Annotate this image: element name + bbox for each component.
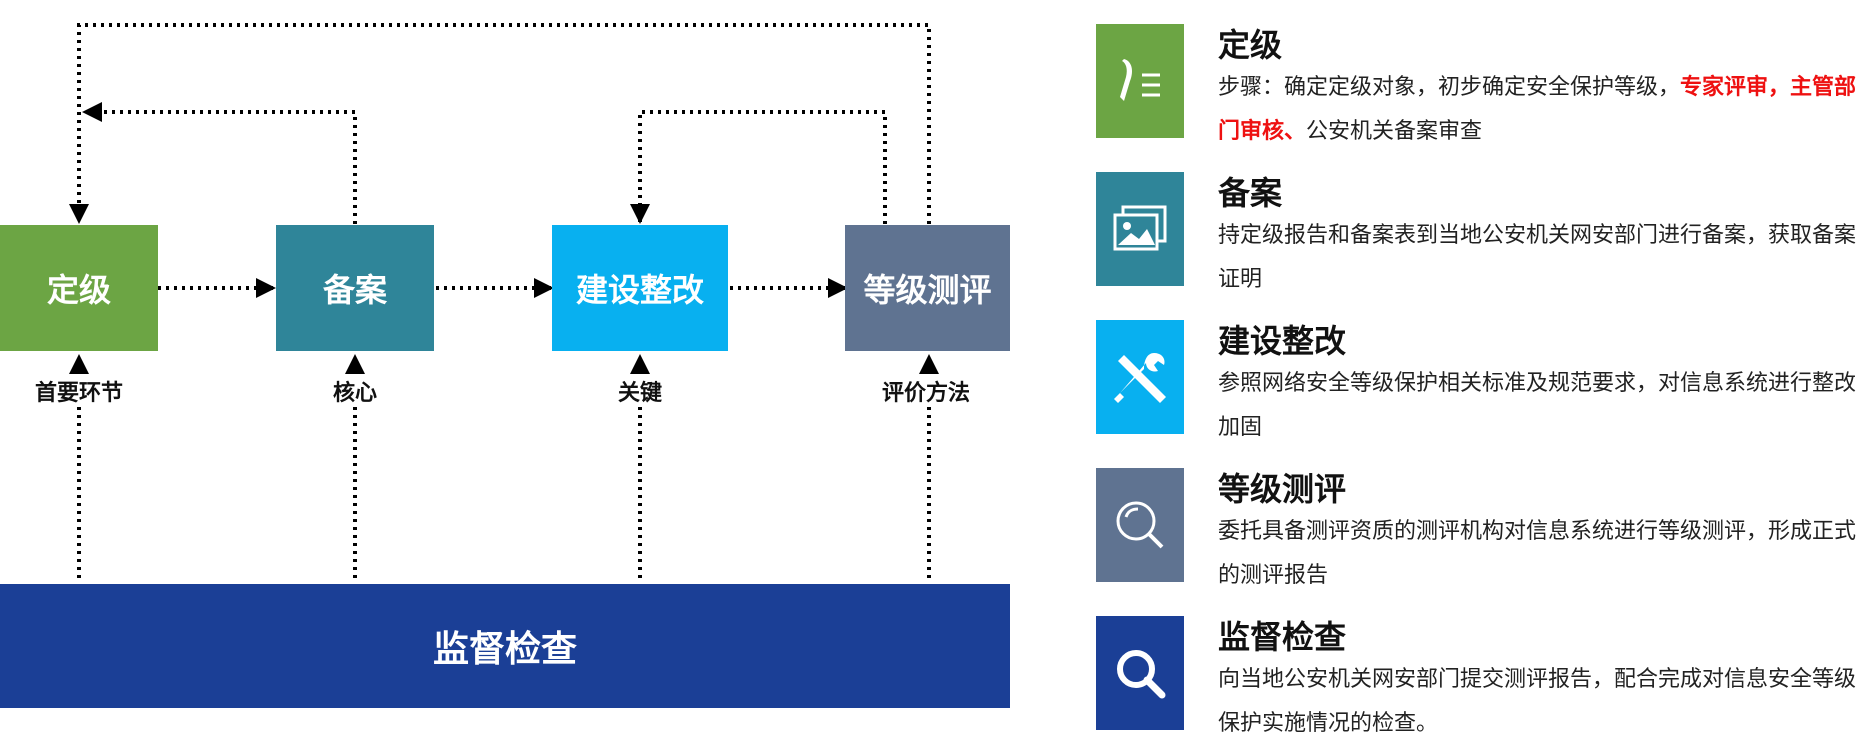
legend-title: 备案 xyxy=(1218,174,1283,212)
flow-diagram: 定级 备案 建设整改 等级测评 首要环节 核心 关键 评价方法 监督检查 xyxy=(0,23,1010,708)
legend-title: 定级 xyxy=(1218,26,1283,64)
search-icon xyxy=(1096,616,1184,730)
stage-dingji: 定级 xyxy=(0,225,158,351)
legend-desc: 参照网络安全等级保护相关标准及规范要求，对信息系统进行整改加固 xyxy=(1218,371,1857,440)
sublabel-dingji: 首要环节 xyxy=(30,375,128,407)
sublabel-ceping: 评价方法 xyxy=(877,375,975,407)
legend-item-jiandu: 监督检查 向当地公安机关网安部门提交测评报告，配合完成对信息安全等级保护实施情况… xyxy=(1096,616,1866,736)
legend-desc: 委托具备测评资质的测评机构对信息系统进行等级测评，形成正式的测评报告 xyxy=(1218,519,1857,588)
supervision-bar: 监督检查 xyxy=(0,584,1010,708)
loop-ceping-to-jianshe xyxy=(630,110,887,224)
loop-beian-to-dingji xyxy=(82,102,357,224)
legend-title: 建设整改 xyxy=(1218,322,1347,360)
legend-desc: 持定级报告和备案表到当地公安机关网安部门进行备案，获取备案证明 xyxy=(1218,223,1857,292)
legend-title: 等级测评 xyxy=(1218,470,1347,508)
stage-beian: 备案 xyxy=(276,225,434,351)
sublabel-beian: 核心 xyxy=(328,375,382,407)
legend-item-jianshe: 建设整改 参照网络安全等级保护相关标准及规范要求，对信息系统进行整改加固 xyxy=(1096,320,1866,440)
tools-icon xyxy=(1096,320,1184,434)
highlight-text: 专家评审，主管部门审核、 xyxy=(1218,75,1857,144)
sublabel-jianshe: 关键 xyxy=(613,375,667,407)
legend-title: 监督检查 xyxy=(1218,618,1347,656)
stage-jianshe: 建设整改 xyxy=(552,225,728,351)
pen-list-icon xyxy=(1096,24,1184,138)
stage-ceping: 等级测评 xyxy=(845,225,1010,351)
loop-ceping-to-dingji xyxy=(69,23,931,224)
legend-desc: 向当地公安机关网安部门提交测评报告，配合完成对信息安全等级保护实施情况的检查。 xyxy=(1218,667,1857,736)
legend-item-beian: 备案 持定级报告和备案表到当地公安机关网安部门进行备案，获取备案证明 xyxy=(1096,172,1866,292)
legend-item-ceping: 等级测评 委托具备测评资质的测评机构对信息系统进行等级测评，形成正式的测评报告 xyxy=(1096,468,1866,588)
legend-item-dingji: 定级 步骤：确定定级对象，初步确定安全保护等级，专家评审，主管部门审核、公安机关… xyxy=(1096,24,1866,144)
legend-desc: 步骤：确定定级对象，初步确定安全保护等级，专家评审，主管部门审核、公安机关备案审… xyxy=(1218,75,1857,144)
magnifier-outline-icon xyxy=(1096,468,1184,582)
image-gallery-icon xyxy=(1096,172,1184,286)
